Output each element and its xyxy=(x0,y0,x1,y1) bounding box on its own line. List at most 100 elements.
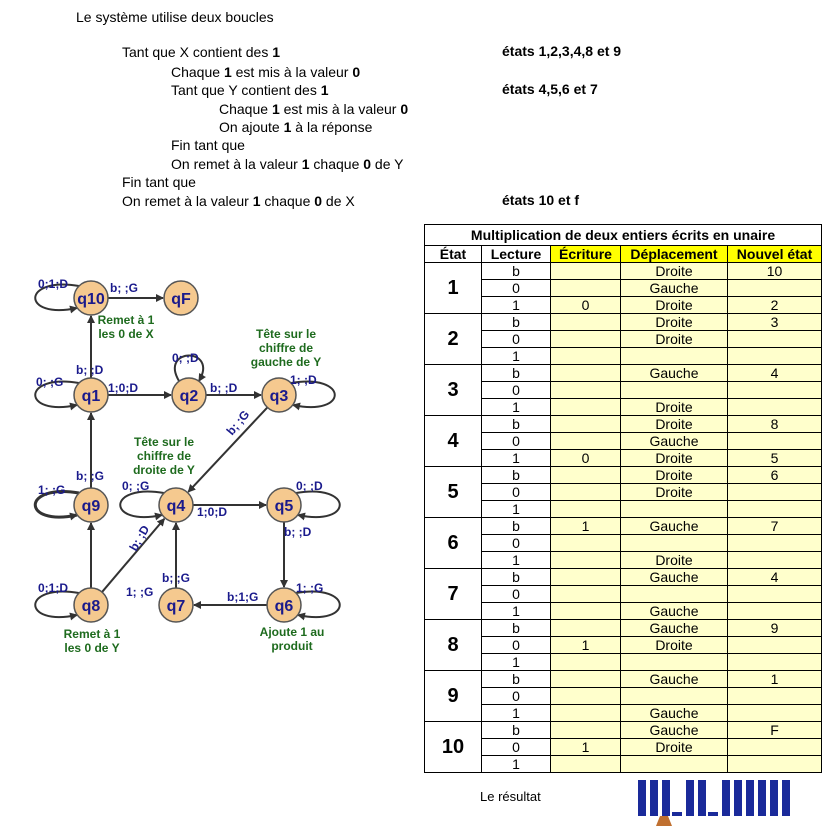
ecriture-cell xyxy=(550,551,621,569)
transition-label: b; ;G xyxy=(110,281,138,295)
algorithm-segment: Chaque xyxy=(219,101,272,117)
state-cell: 9 xyxy=(424,670,482,722)
ecriture-cell xyxy=(550,585,621,603)
ecriture-cell: 1 xyxy=(550,636,621,654)
table-title: Multiplication de deux entiers écrits en… xyxy=(423,224,823,246)
nouvel-etat-cell xyxy=(726,432,823,450)
deplacement-cell: Droite xyxy=(620,551,728,569)
annotation-ajoute: Ajoute 1 au xyxy=(260,625,325,639)
nouvel-etat-cell: 4 xyxy=(726,568,823,586)
lecture-cell: 1 xyxy=(481,602,551,620)
algorithm-segment: 1 xyxy=(271,101,280,117)
ecriture-cell xyxy=(550,500,621,518)
self-loop-q8 xyxy=(34,590,80,621)
deplacement-cell xyxy=(620,500,728,518)
deplacement-cell: Gauche xyxy=(620,619,728,637)
nouvel-etat-cell: 5 xyxy=(726,449,823,467)
lecture-cell: 0 xyxy=(481,585,551,603)
deplacement-cell: Droite xyxy=(620,466,728,484)
ecriture-cell xyxy=(550,755,621,773)
nouvel-etat-cell xyxy=(726,381,823,399)
ecriture-cell xyxy=(550,653,621,671)
deplacement-cell: Droite xyxy=(620,296,728,314)
state-label-q2: q2 xyxy=(180,388,199,405)
algorithm-segment: 0 xyxy=(314,193,323,209)
ecriture-cell xyxy=(550,313,621,331)
nouvel-etat-cell xyxy=(726,483,823,501)
transition-label: 0; ;G xyxy=(122,479,149,493)
self-loop-q2 xyxy=(173,354,206,382)
lecture-cell: 1 xyxy=(481,755,551,773)
nouvel-etat-cell xyxy=(726,347,823,365)
nouvel-etat-cell xyxy=(726,653,823,671)
result-separator xyxy=(672,812,682,816)
state-cell: 10 xyxy=(424,721,482,773)
state-cell: 3 xyxy=(424,364,482,416)
result-bar xyxy=(638,780,646,816)
ecriture-cell xyxy=(550,364,621,382)
nouvel-etat-cell: 4 xyxy=(726,364,823,382)
ecriture-cell xyxy=(550,398,621,416)
header-deplacement: Déplacement xyxy=(620,245,728,263)
algorithm-segment: à la réponse xyxy=(291,119,373,135)
header-lecture: Lecture xyxy=(481,245,551,263)
ecriture-cell xyxy=(550,381,621,399)
state-label-qF: qF xyxy=(171,291,191,308)
self-loop-q5 xyxy=(295,490,341,521)
ecriture-cell xyxy=(550,721,621,739)
transition-q3-q4 xyxy=(187,406,269,493)
algorithm-segment: 1 xyxy=(223,64,232,80)
result-bar xyxy=(662,780,670,816)
ecriture-cell xyxy=(550,602,621,620)
algorithm-segment: 1 xyxy=(320,82,329,98)
transition-label: b;1;G xyxy=(227,590,258,604)
nouvel-etat-cell xyxy=(726,551,823,569)
state-label-q10: q10 xyxy=(77,291,105,308)
algorithm-segment: 0 xyxy=(352,64,361,80)
algorithm-segment: 1 xyxy=(283,119,292,135)
lecture-cell: 1 xyxy=(481,704,551,722)
deplacement-cell xyxy=(620,347,728,365)
algorithm-segment: 0 xyxy=(363,156,372,172)
algorithm-segment: 1 xyxy=(252,193,261,209)
state-label-q3: q3 xyxy=(270,388,289,405)
algorithm-segment: On ajoute xyxy=(219,119,284,135)
result-bar xyxy=(722,780,730,816)
ecriture-cell xyxy=(550,619,621,637)
transition-label: 1;0;D xyxy=(197,505,227,519)
deplacement-cell: Gauche xyxy=(620,517,728,535)
algorithm-segment: Fin tant que xyxy=(171,137,245,153)
state-cell: 7 xyxy=(424,568,482,620)
algorithm-line: Fin tant que xyxy=(122,173,196,191)
nouvel-etat-cell: 6 xyxy=(726,466,823,484)
state-label-q1: q1 xyxy=(82,388,101,405)
state-label-q4: q4 xyxy=(167,498,186,515)
lecture-cell: 0 xyxy=(481,279,551,297)
nouvel-etat-cell: 1 xyxy=(726,670,823,688)
self-loop-q10 xyxy=(34,283,80,314)
deplacement-cell xyxy=(620,687,728,705)
ecriture-cell xyxy=(550,262,621,280)
tape-head-pointer xyxy=(656,816,672,826)
result-tape xyxy=(638,780,790,826)
deplacement-cell: Droite xyxy=(620,738,728,756)
state-label-q6: q6 xyxy=(275,598,294,615)
deplacement-cell: Droite xyxy=(620,415,728,433)
ecriture-cell xyxy=(550,483,621,501)
header-nouvel-etat: Nouvel état xyxy=(726,245,823,263)
self-loop-q3 xyxy=(290,380,336,411)
ecriture-cell: 1 xyxy=(550,517,621,535)
annotation-tete-droite: droite de Y xyxy=(133,463,195,477)
nouvel-etat-cell xyxy=(726,534,823,552)
deplacement-cell xyxy=(620,653,728,671)
lecture-cell: 1 xyxy=(481,500,551,518)
lecture-cell: b xyxy=(481,466,551,484)
transition-label: b; ;D xyxy=(284,525,312,539)
